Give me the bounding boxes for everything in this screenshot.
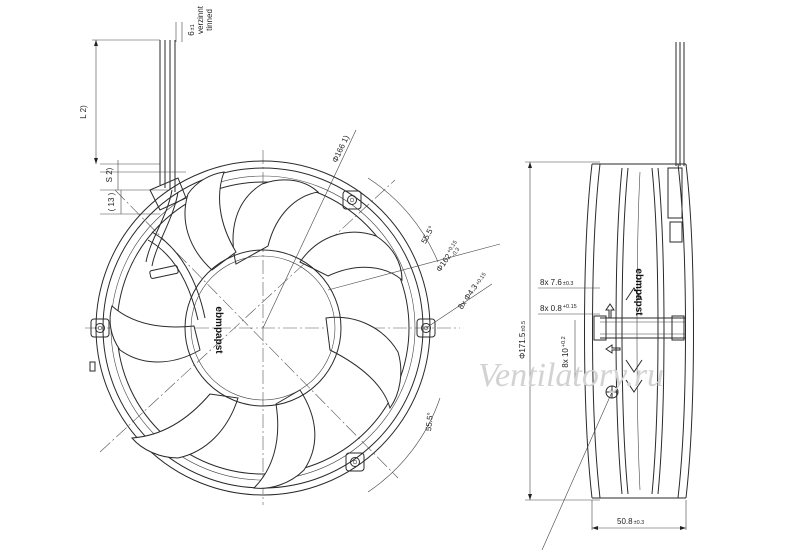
- side-logo: ebmpapst: [633, 268, 644, 316]
- dim-13-label: ( 13 ): [107, 192, 116, 211]
- fan-blade: [325, 316, 402, 410]
- dim-angle-bottom: 55.5°: [424, 412, 435, 432]
- dim-angle-top: 55.5°: [419, 224, 436, 245]
- front-logo: ebmpapst: [213, 306, 224, 354]
- dim-lower: 8x 10+0.2: [561, 336, 570, 367]
- side-view: Φ171.5±0.5: [518, 42, 694, 551]
- fan-blade: [130, 393, 239, 459]
- dim-holes: 8x Φ4.3+0.15: [456, 270, 488, 311]
- dim-upper: 8x 7.6±0.3: [540, 278, 573, 287]
- fan-blade: [184, 171, 237, 271]
- fan-blade: [299, 231, 403, 282]
- dim-diameter-162: Φ162+0.15-0.3: [435, 240, 464, 275]
- fan-blade: [252, 389, 316, 489]
- side-housing-outline: [584, 163, 593, 499]
- lead-note-english: tinned: [205, 9, 214, 31]
- mounting-lug: [90, 318, 110, 338]
- dim-height-label: Φ171.5±0.5: [518, 321, 527, 359]
- lead-length-label: 6±1: [187, 24, 196, 36]
- front-view: ebmpapst L 2) S 2) ( 13 ) 6±1 verzinnt t…: [79, 5, 501, 505]
- mounting-lug: [342, 190, 362, 210]
- dim-width: 50.8±0.3: [617, 517, 644, 526]
- mounting-lug: [416, 318, 436, 338]
- mounting-lug: [345, 452, 365, 472]
- dim-middle: 8x 0.8+0.15: [540, 304, 577, 313]
- hub-outer: [184, 249, 342, 407]
- dim-l-label: L 2): [79, 105, 88, 119]
- dim-s-label: S 2): [105, 167, 114, 182]
- watermark: Ventilatory.ru: [478, 357, 664, 394]
- dim-diameter-166: Φ166 1): [331, 134, 352, 164]
- lead-note-german: verzinnt: [196, 5, 205, 34]
- fan-blade: [232, 179, 320, 265]
- fan-blade: [109, 305, 201, 363]
